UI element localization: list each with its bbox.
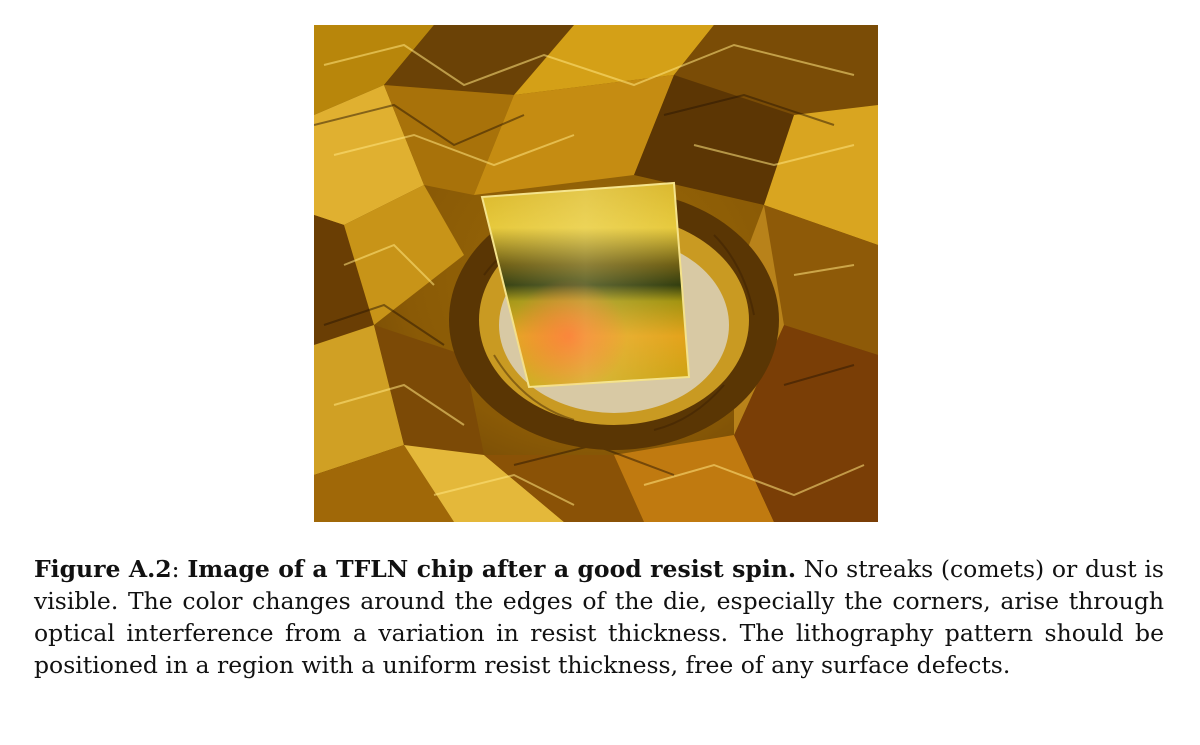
figure-caption: Figure A.2: Image of a TFLN chip after a… (34, 553, 1164, 681)
tfln-chip (480, 181, 691, 389)
foil-ring-texture (483, 219, 755, 431)
caption-headline: Image of a TFLN chip after a good resist… (187, 555, 797, 583)
caption-body: No streaks (comets) or dust is visible. … (34, 555, 1164, 679)
foil-facets (314, 25, 878, 522)
figure-label-separator: : (171, 555, 188, 583)
foil-creases (323, 43, 865, 506)
figure-photo (314, 25, 878, 522)
figure-label: Figure A.2 (34, 555, 172, 583)
